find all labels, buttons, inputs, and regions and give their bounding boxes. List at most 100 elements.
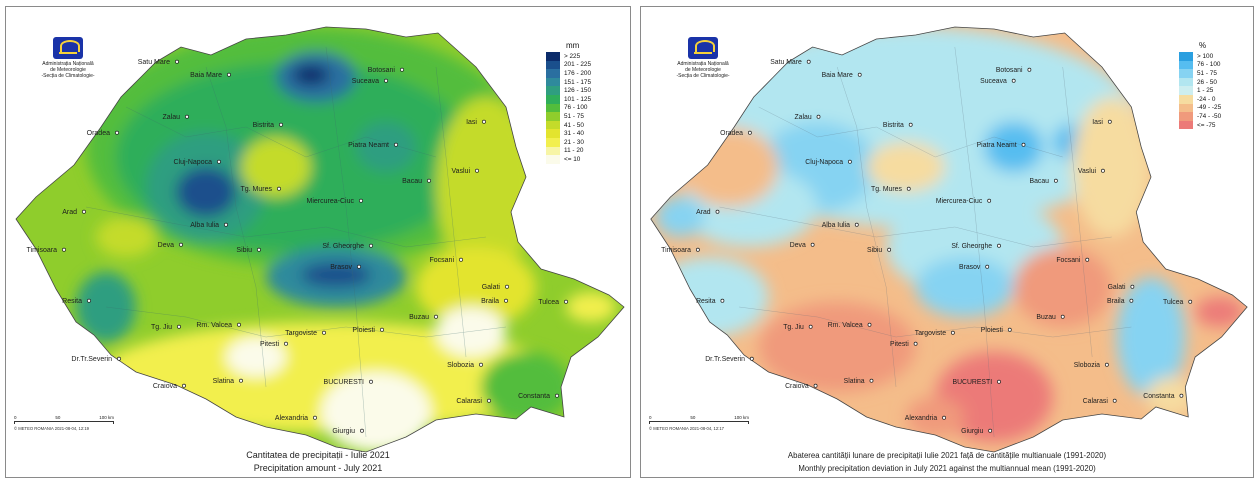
legend-label: 76 - 100 [1197, 61, 1221, 69]
legend-swatch [546, 129, 560, 138]
city-label: Slobozia [1074, 362, 1100, 369]
legend-swatch [546, 60, 560, 70]
scale-tick: 50 [55, 415, 61, 420]
city-label: Tg. Jiu [783, 324, 804, 331]
logo-text-1: Administrația Națională [42, 61, 94, 67]
city-marker [1085, 257, 1090, 262]
city-marker [185, 114, 189, 119]
legend-label: 11 - 20 [564, 147, 584, 155]
city-marker [475, 168, 479, 173]
city-label: Craiova [785, 383, 809, 390]
city-label: Ploiesti [352, 327, 375, 334]
city-marker [806, 59, 811, 64]
city-marker [380, 327, 384, 332]
legend-label: <= 10 [564, 155, 581, 163]
country-border [650, 26, 1248, 453]
city-label: Braila [481, 298, 499, 305]
city-label: Dr.Tr.Severin [71, 356, 112, 363]
legend-row: -49 - -25 [1179, 103, 1221, 113]
city-label: Deva [790, 242, 806, 249]
city-label: Iasi [466, 119, 477, 126]
city-marker [87, 298, 91, 303]
caption-romanian: Abaterea cantității lunare de precipitaț… [787, 451, 1107, 460]
city-label: Slatina [213, 378, 235, 385]
city-label: Brasov [330, 264, 352, 271]
city-marker [1007, 327, 1012, 332]
city-marker [1104, 362, 1109, 367]
county-borders [719, 46, 1132, 438]
scale-line [649, 421, 749, 424]
city-marker [847, 159, 852, 164]
scale-tick: 0 [649, 415, 652, 420]
legend-row: 11 - 20 [546, 146, 591, 156]
city-marker [869, 378, 874, 383]
legend-label: 26 - 50 [1197, 78, 1217, 86]
city-label: Botosani [368, 67, 396, 74]
legend-swatch [546, 86, 560, 95]
legend-label: 31 - 40 [564, 130, 584, 138]
scale-tick: 100 km [734, 415, 749, 420]
city-marker [384, 78, 388, 83]
meteo-logo: Administrația Națională de Meteorologie … [661, 37, 745, 79]
scale-bar: 0 50 100 km © METEO ROMANIA 2021-08-04, … [649, 415, 749, 431]
city-marker [887, 247, 892, 252]
legend-label: 176 - 200 [564, 69, 592, 77]
legend-swatch [1179, 94, 1193, 104]
legend-row: -74 - -50 [1179, 112, 1221, 121]
city-marker [747, 130, 752, 135]
city-label: Slatina [844, 378, 865, 385]
city-label: Dr.Tr.Severin [705, 356, 745, 363]
city-marker [908, 122, 913, 127]
city-label: Alba Iulia [822, 222, 850, 229]
city-label: Botosani [996, 67, 1023, 74]
city-label: Oradea [87, 130, 110, 137]
city-marker [482, 119, 486, 124]
city-label: Timisoara [27, 247, 58, 254]
city-label: BUCURESTI [324, 379, 365, 386]
city-label: Resita [696, 298, 716, 305]
city-marker [857, 72, 862, 77]
city-marker [224, 222, 228, 227]
city-marker [1027, 67, 1032, 72]
legend-row: 76 - 100 [546, 103, 591, 113]
city-marker [459, 257, 463, 262]
city-marker [369, 379, 373, 384]
city-marker [313, 415, 317, 420]
city-label: Bistrita [883, 122, 904, 129]
city-marker [942, 415, 946, 420]
city-label: Galati [482, 284, 501, 291]
city-marker [985, 264, 990, 269]
city-label: Baia Mare [190, 72, 222, 79]
city-label: Tulcea [1163, 299, 1183, 306]
city-label: Satu Mare [138, 59, 170, 66]
city-label: Vaslui [1078, 168, 1097, 175]
city-marker [816, 114, 821, 119]
logo-text-3: -Secția de Climatologie- [41, 73, 95, 79]
city-label: Sibiu [236, 247, 252, 254]
city-label: Slobozia [447, 362, 474, 369]
legend-swatch [546, 77, 560, 87]
anm-logo-icon [688, 37, 718, 59]
scale-bar: 0 50 100 km © METEO ROMANIA 2021-08-04, … [14, 415, 114, 431]
city-label: Targoviste [285, 330, 317, 337]
city-marker [1011, 78, 1016, 83]
city-marker [175, 59, 179, 64]
legend-label: 151 - 175 [564, 78, 592, 86]
legend-swatch [546, 120, 560, 130]
legend-swatch [1179, 112, 1193, 121]
city-marker [997, 379, 1001, 384]
city-label: BUCURESTI [953, 379, 993, 386]
city-marker [1112, 398, 1117, 403]
city-label: Focsani [1056, 257, 1080, 264]
city-label: Satu Mare [770, 59, 802, 66]
legend-swatch [546, 52, 560, 61]
legend-label: 201 - 225 [564, 61, 592, 69]
city-marker [564, 299, 568, 304]
legend-swatch [546, 137, 560, 147]
city-label: Tg. Mures [871, 186, 902, 193]
logo-text-3: -Secția de Climatologie- [676, 73, 730, 79]
